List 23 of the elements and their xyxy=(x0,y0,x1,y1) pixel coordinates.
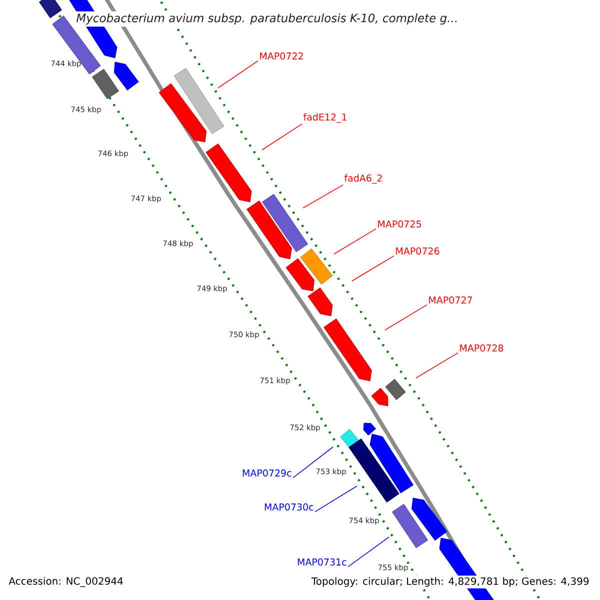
title: Mycobacterium avium subsp. paratuberculosis K-10, complete g... xyxy=(74,11,460,27)
gene-label: MAP0729c xyxy=(242,469,292,477)
leader-line xyxy=(302,184,344,208)
genome-stats-text: Topology: circular; Length: 4,829,781 bp; Genes: 4,399 xyxy=(310,576,591,588)
gene-label: MAP0727 xyxy=(429,296,472,304)
gene-label: MAP0726 xyxy=(396,247,440,255)
leader-line xyxy=(292,446,334,478)
gene-label: MAP0728 xyxy=(460,344,504,352)
leader-line xyxy=(218,60,258,88)
leader-line xyxy=(352,255,394,282)
accession-text: Accession: NC_002944 xyxy=(8,577,123,587)
leader-line xyxy=(348,536,390,568)
leader-line xyxy=(384,304,428,330)
gene-label: fadE12_1 xyxy=(303,113,346,123)
gene-label: MAP0730c xyxy=(264,503,314,511)
gene-label: fadA6_2 xyxy=(344,174,382,184)
gene-label: MAP0722 xyxy=(260,52,303,60)
gene-label: MAP0731c xyxy=(298,558,346,566)
leader-line xyxy=(262,124,302,150)
gene-label: MAP0725 xyxy=(378,220,421,228)
leader-line xyxy=(334,228,376,254)
leader-line xyxy=(416,352,458,378)
leader-line xyxy=(314,486,358,512)
